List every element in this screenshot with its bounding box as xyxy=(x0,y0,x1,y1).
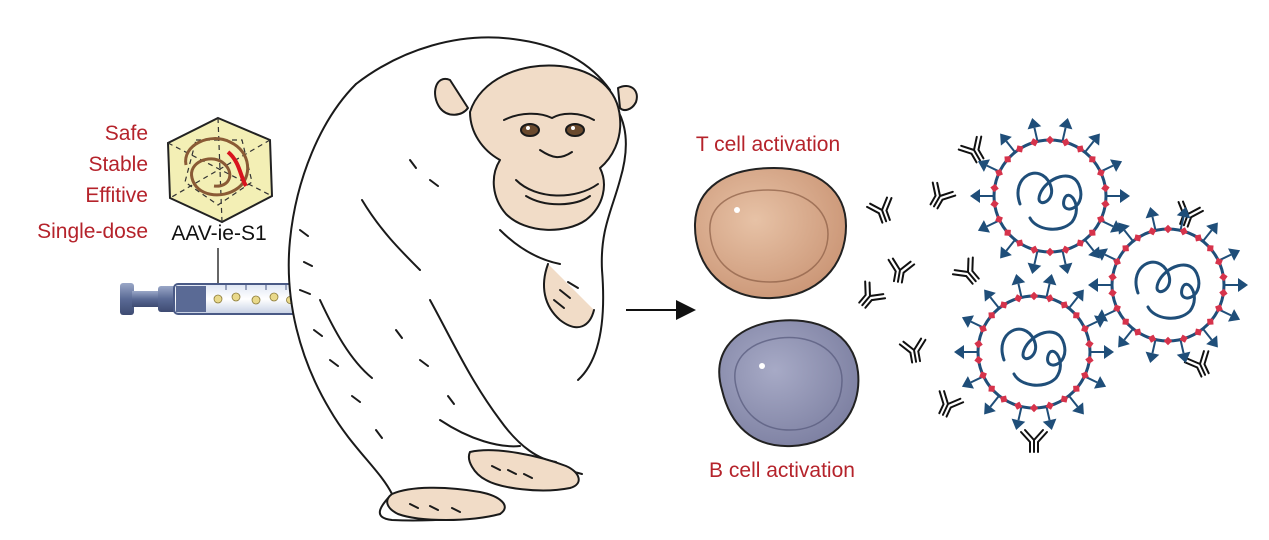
property-safe: Safe xyxy=(105,122,148,145)
t-cell-icon xyxy=(693,166,848,300)
property-effitive: Effitive xyxy=(85,184,148,207)
vector-label: AAV-ie-S1 xyxy=(171,222,266,245)
antibody-icon xyxy=(938,390,965,418)
virus-group xyxy=(954,118,1248,430)
virus-icon xyxy=(954,274,1114,430)
chimpanzee-icon xyxy=(287,36,638,522)
capsid-icon xyxy=(166,116,274,224)
antibody-icon xyxy=(951,256,980,285)
virus-icon xyxy=(970,118,1130,274)
antibody-icon xyxy=(957,135,985,164)
antibody-icon xyxy=(1183,350,1210,378)
antibody-icon xyxy=(887,257,916,284)
antibody-icon xyxy=(898,337,927,364)
antibody-group xyxy=(858,135,1210,453)
t-cell-label: T cell activation xyxy=(696,133,840,156)
property-list: Safe Stable Effitive Single-dose xyxy=(37,122,148,243)
antibody-icon xyxy=(858,280,887,309)
property-stable: Stable xyxy=(88,153,148,176)
b-cell-label: B cell activation xyxy=(709,459,855,482)
antibody-icon xyxy=(866,196,893,224)
b-cell-icon xyxy=(718,319,860,448)
property-single-dose: Single-dose xyxy=(37,220,148,243)
antibody-icon xyxy=(1020,429,1048,453)
antibody-icon xyxy=(929,181,957,210)
